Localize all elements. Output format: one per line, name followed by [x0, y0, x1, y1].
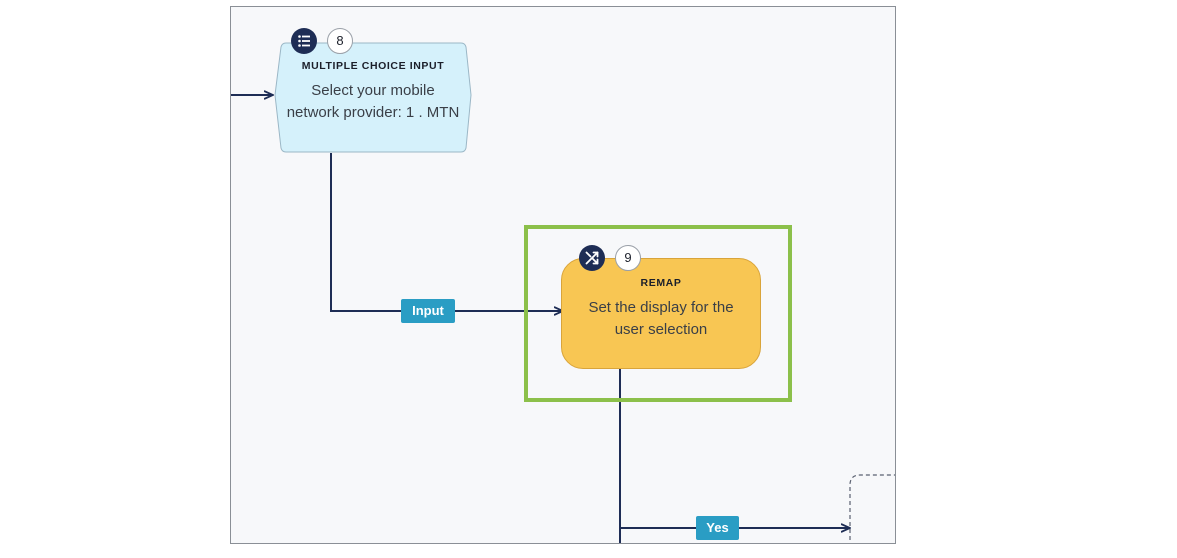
node-number-badge: 9 — [615, 245, 641, 271]
shuffle-icon — [579, 245, 605, 271]
node-type-label: MULTIPLE CHOICE INPUT — [301, 60, 445, 72]
multiple-choice-node-shape[interactable] — [274, 42, 472, 153]
node-text-line1: Select your mobile — [311, 82, 435, 99]
flow-canvas[interactable]: 8 MULTIPLE CHOICE INPUT Select your mobi… — [230, 6, 896, 544]
node-text-line2: user selection — [614, 321, 708, 338]
node-text-line1: Set the display for the — [588, 299, 734, 316]
node-text-line2: network provider: 1 . MTN — [286, 104, 460, 121]
list-icon — [291, 28, 317, 54]
node-type-label: REMAP — [640, 277, 682, 289]
edge-label-input[interactable]: Input — [401, 299, 455, 323]
remap-node-shape[interactable] — [561, 258, 761, 369]
edge-label-yes[interactable]: Yes — [696, 516, 739, 540]
placeholder-node-outline[interactable] — [849, 474, 896, 544]
node-number-badge: 8 — [327, 28, 353, 54]
selection-highlight — [524, 225, 792, 402]
input-connector — [330, 153, 563, 311]
